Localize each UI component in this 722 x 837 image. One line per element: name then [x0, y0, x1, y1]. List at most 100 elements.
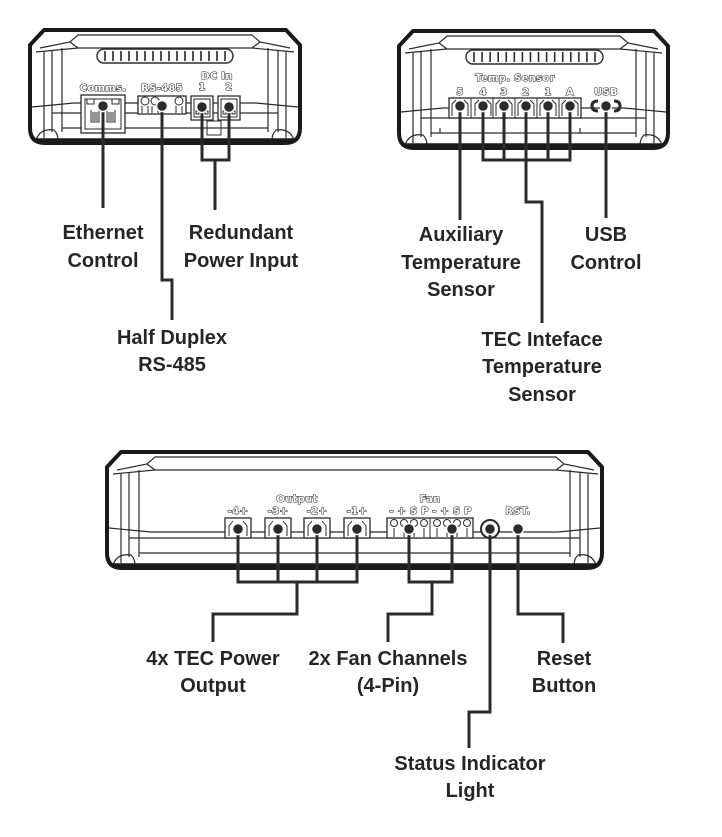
rs485-port-marker — [155, 99, 169, 113]
panel-marking — [439, 128, 581, 133]
dc-in-2-marker — [222, 100, 236, 114]
vent-grille — [96, 48, 234, 64]
auxiliary-temperature-sensor-callout: Auxiliary Temperature Sensor — [401, 224, 521, 301]
callout-line: Light — [446, 780, 495, 802]
callout-line: Button — [532, 675, 596, 697]
callout-line: Power Input — [184, 250, 299, 272]
terminal-pin-detail — [268, 520, 288, 536]
channel-1-marker — [541, 99, 555, 113]
fan-2-pin-label: - + S P — [432, 506, 472, 517]
output-3-label: -3+ — [268, 506, 288, 517]
terminal-pin-detail — [228, 520, 248, 536]
callout-line: 4x TEC Power — [146, 648, 280, 670]
dc-polarity-marking — [206, 120, 222, 136]
enclosure-body — [105, 450, 604, 570]
half-duplex-rs485-callout: Half Duplex RS-485 — [117, 327, 227, 376]
tec-interface-sensor-leader-line — [481, 106, 572, 323]
fan-2-marker — [445, 522, 459, 536]
callout-line: Control — [67, 250, 138, 272]
callout-line: Output — [180, 675, 246, 697]
fan-1-marker — [402, 522, 416, 536]
channel-1-label: 1 — [544, 87, 551, 98]
fan-1-pin-label: - + S P — [389, 506, 429, 517]
reset-button-callout: Reset Button — [532, 648, 596, 697]
enclosure-body — [397, 29, 670, 150]
terminal-pin-detail — [307, 520, 327, 536]
channel-2-label: 2 — [522, 87, 529, 98]
power-leader-line — [200, 107, 231, 210]
fan-channels-leader-line — [386, 529, 454, 642]
channel-5-marker — [453, 99, 467, 113]
callout-line: Sensor — [508, 384, 576, 406]
reset-button-leader-line — [516, 529, 565, 643]
sensor-panel: Temp. Sensor 5 4 3 2 1 A USB Auxiliary — [397, 29, 670, 406]
dc-in-1-marker — [195, 100, 209, 114]
callout-line: Temperature — [401, 252, 521, 274]
channel-5-label: 5 — [456, 87, 463, 98]
callout-line: Half Duplex — [117, 327, 227, 349]
callout-line: TEC Inteface — [481, 329, 602, 351]
callout-line: Sensor — [427, 279, 495, 301]
channel-a-marker — [563, 99, 577, 113]
usb-port-marker — [599, 99, 613, 113]
reset-label: RST. — [505, 506, 530, 517]
fan-channels-callout: 2x Fan Channels (4-Pin) — [309, 648, 468, 697]
tec-power-output-callout: 4x TEC Power Output — [146, 648, 280, 697]
output-1-label: -1+ — [347, 506, 367, 517]
callout-line: Status Indicator — [394, 753, 545, 775]
output-polarity-labels: -4+ -3+ -2+ -1+ — [227, 505, 367, 517]
terminal-pin-detail — [495, 99, 513, 116]
callout-line: Control — [570, 252, 641, 274]
vent-grille — [465, 49, 604, 65]
channel-4-marker — [476, 99, 490, 113]
output-panel: Output -4+ -3+ -2+ -1+ Fan - + S P - + S… — [105, 450, 604, 802]
callout-line: (4-Pin) — [357, 675, 419, 697]
terminal-pin-detail — [347, 520, 367, 536]
ethernet-control-callout: Ethernet Control — [62, 222, 143, 272]
rs485-port-label: RS-485 — [141, 83, 183, 94]
redundant-power-input-callout: Redundant Power Input — [184, 222, 299, 272]
status-light-leader-line — [467, 529, 492, 748]
output-4-label: -4+ — [228, 506, 248, 517]
channel-3-marker — [497, 99, 511, 113]
channel-2-marker — [519, 99, 533, 113]
callout-line: Auxiliary — [419, 224, 504, 246]
sensor-channel-labels: 5 4 3 2 1 A — [456, 86, 574, 98]
output-2-label: -2+ — [307, 506, 327, 517]
fan-pin-socket — [463, 519, 471, 527]
callout-line: RS-485 — [138, 354, 206, 376]
terminal-pin-detail — [517, 99, 535, 116]
terminal-pin-detail — [474, 99, 492, 116]
terminal-pin-detail — [561, 99, 579, 116]
channel-a-label: A — [566, 87, 574, 98]
comms-port-label: Comms. — [80, 83, 127, 94]
rs485-leader-line — [160, 106, 174, 320]
status-light-marker — [483, 522, 497, 536]
callout-line: USB — [585, 224, 627, 246]
fan-terminal-block — [386, 517, 474, 539]
fan-pin-socket — [420, 519, 428, 527]
callout-line: Temperature — [482, 356, 602, 378]
dc-in-label: DC In — [201, 71, 232, 82]
reset-button-marker — [511, 522, 525, 536]
terminal-pin-detail — [539, 99, 557, 116]
comms-panel: Comms. RS-485 DC In 1 2 — [28, 28, 302, 376]
dc-in-2-label: 2 — [225, 82, 232, 93]
ethernet-port-marker — [96, 99, 110, 113]
output-group-label: Output — [276, 494, 317, 505]
channel-4-label: 4 — [479, 87, 486, 98]
temp-sensor-label: Temp. Sensor — [475, 73, 555, 84]
fan-group-label: Fan — [419, 494, 440, 505]
tec-interface-temperature-sensor-callout: TEC Inteface Temperature Sensor — [481, 329, 602, 406]
output-4-marker — [231, 522, 245, 536]
usb-control-callout: USB Control — [570, 224, 641, 274]
usb-port-label: USB — [594, 87, 618, 98]
fan-pin-socket — [433, 519, 441, 527]
callout-line: 2x Fan Channels — [309, 648, 468, 670]
channel-3-label: 3 — [500, 87, 507, 98]
output-3-marker — [271, 522, 285, 536]
output-1-marker — [350, 522, 364, 536]
tec-power-output-leader-line — [211, 529, 359, 642]
status-indicator-light-callout: Status Indicator Light — [394, 753, 545, 802]
